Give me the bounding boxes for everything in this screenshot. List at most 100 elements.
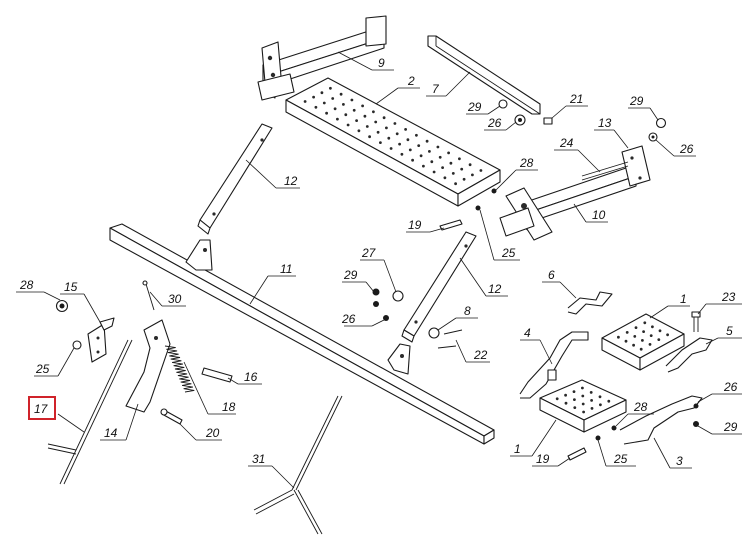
part-3-step-bracket <box>619 395 703 445</box>
callout-23: 23 <box>721 290 736 304</box>
perforation-hole <box>389 147 393 150</box>
perforation-hole <box>365 125 369 128</box>
perforation-hole <box>393 122 397 125</box>
perforation-hole <box>632 343 635 347</box>
perforation-hole <box>564 393 567 397</box>
part-24-bolt <box>581 161 629 181</box>
perforation-hole <box>599 403 602 407</box>
perforation-hole <box>581 386 584 390</box>
perforation-hole <box>573 406 577 409</box>
nut-28-25-lower <box>595 425 617 441</box>
perforation-hole <box>357 129 361 133</box>
perforation-hole <box>634 326 638 329</box>
perforation-hole <box>314 105 318 109</box>
callout-31: 31 <box>252 452 265 466</box>
perforation-hole <box>379 141 382 145</box>
perforation-hole <box>658 329 662 333</box>
part-15-bracket <box>87 317 115 363</box>
callout-17-highlight-box <box>28 396 56 420</box>
perforation-hole <box>417 144 421 148</box>
perforation-hole <box>395 132 399 136</box>
callout-25-upper: 25 <box>501 246 516 260</box>
perforation-hole <box>361 104 364 108</box>
perforation-hole <box>339 92 343 96</box>
perforation-hole <box>555 397 559 401</box>
perforation-hole <box>400 152 404 156</box>
perforation-hole <box>436 145 440 149</box>
perforation-hole <box>666 333 669 337</box>
perforation-hole <box>590 407 594 410</box>
perforation-hole <box>641 339 644 342</box>
perforation-hole <box>643 321 647 325</box>
callout-26-lower: 26 <box>723 380 738 394</box>
callout-3: 3 <box>676 454 683 468</box>
perforation-hole <box>572 390 576 393</box>
callout-30: 30 <box>168 292 182 306</box>
callout-25-lower: 25 <box>613 452 628 466</box>
callout-5: 5 <box>726 324 733 338</box>
part-20-bolt <box>160 408 183 425</box>
perforation-hole <box>648 343 652 346</box>
perforation-hole <box>372 110 375 114</box>
part-16-pin <box>201 367 233 383</box>
callout-10: 10 <box>592 208 606 222</box>
perforation-hole <box>649 334 653 337</box>
part-11-long-rail <box>109 223 495 445</box>
perforation-hole <box>598 395 602 399</box>
callout-1-lower: 1 <box>514 442 521 456</box>
callout-9: 9 <box>378 56 385 70</box>
perforation-hole <box>408 148 412 152</box>
callout-7: 7 <box>432 82 440 96</box>
perforation-hole <box>385 126 388 130</box>
callout-29-lower: 29 <box>723 420 738 434</box>
perforation-hole <box>346 123 350 127</box>
perforation-hole <box>322 101 326 105</box>
callout-24: 24 <box>559 136 574 150</box>
callout-28-left: 28 <box>19 278 34 292</box>
perforation-hole <box>651 325 654 329</box>
part-7-flat-bar <box>427 35 541 115</box>
part-30-pin <box>142 280 155 311</box>
callout-16: 16 <box>244 370 258 384</box>
part-1-step-lower <box>539 379 627 433</box>
perforation-hole <box>471 173 474 177</box>
callout-29-top: 29 <box>467 100 482 114</box>
callout-28-lower: 28 <box>633 400 648 414</box>
part-10-bracket <box>499 167 637 241</box>
perforation-hole <box>368 135 371 139</box>
perforation-hole <box>415 133 418 137</box>
callout-25-left: 25 <box>35 362 50 376</box>
part-9-bracket-arm <box>257 15 387 101</box>
callout-4: 4 <box>524 326 531 340</box>
perforation-hole <box>607 399 611 403</box>
callout-21: 21 <box>569 92 583 106</box>
perforation-hole <box>303 100 307 103</box>
perforation-hole <box>639 347 643 351</box>
perforation-hole <box>462 177 466 181</box>
hardware-27-29-26 <box>372 288 404 321</box>
bolt-19-lower <box>567 447 587 461</box>
nut-28-left <box>55 299 69 313</box>
perforation-hole <box>376 130 380 134</box>
part-1-step-upper <box>601 313 685 371</box>
perforation-hole <box>425 139 429 143</box>
perforation-hole <box>449 161 453 165</box>
perforation-hole <box>428 150 431 153</box>
bolt-23 <box>691 311 701 332</box>
callout-29-mid: 29 <box>343 268 358 282</box>
perforation-hole <box>454 182 457 186</box>
perforation-hole <box>479 169 483 172</box>
perforation-hole <box>633 335 637 338</box>
perforation-hole <box>374 120 378 124</box>
perforation-hole <box>432 170 436 174</box>
callout-22: 22 <box>473 348 488 362</box>
part-12-brace-left <box>197 123 273 235</box>
perforation-hole <box>352 108 356 112</box>
hardware-8-22 <box>428 327 463 349</box>
perforation-hole <box>398 142 401 146</box>
perforation-hole <box>355 119 358 122</box>
part-4-step-bracket <box>519 331 589 399</box>
callout-27: 27 <box>361 246 377 260</box>
callout-2: 2 <box>407 74 415 88</box>
